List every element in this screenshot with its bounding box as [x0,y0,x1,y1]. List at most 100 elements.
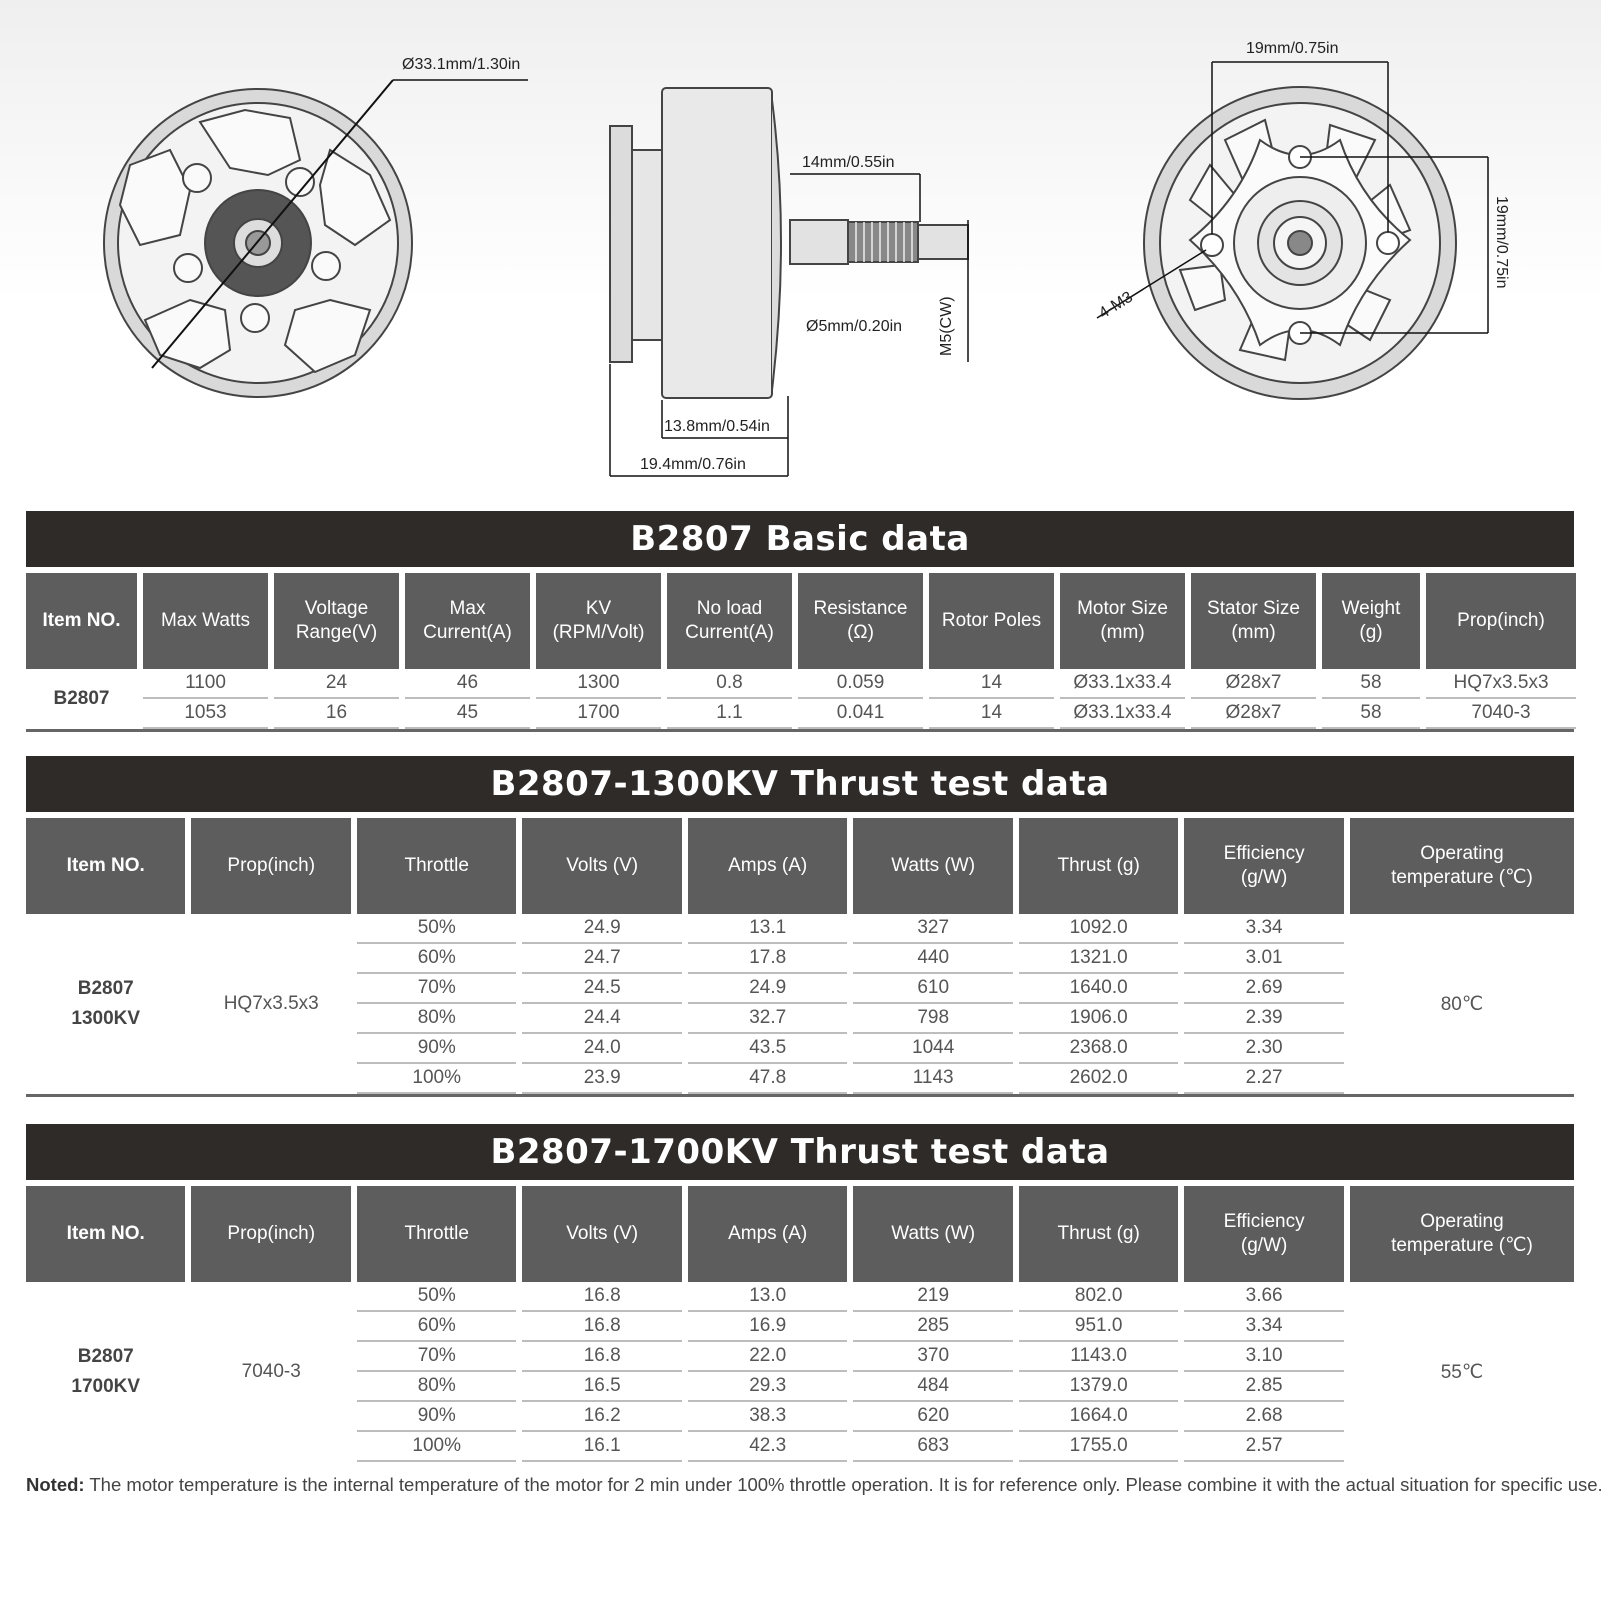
table-row: B2807 1300KV HQ7x3.5x3 50% 24.9 13.1 327… [26,914,1574,1029]
table-row: 80% 24.4 32.7 798 1906.0 2.39 [26,1004,1574,1034]
table-cell: 58 [1322,699,1420,729]
shaft-length-label: 14mm/0.55in [802,154,895,171]
footnote-label: Noted: [26,1474,85,1495]
header-amps: Amps (A) [687,818,848,914]
test-1300kv-table: Item NO. Prop(inch) Throttle Volts (V) A… [20,818,1580,1094]
table-cell: 16.2 [522,1402,682,1432]
header-volts: Volts (V) [522,1186,682,1282]
table-cell: 440 [853,944,1013,974]
table-cell: 29.3 [687,1372,848,1402]
table-row: B2807 1100 24 46 1300 0.8 0.059 14 Ø33.1… [26,669,1576,709]
table-cell: 50% [356,914,517,944]
table-cell: 1640.0 [1018,974,1179,1004]
header-max-watts: Max Watts [143,573,268,669]
table-cell: 38.3 [687,1402,848,1432]
table-cell: 24.5 [522,974,682,1004]
table-cell: Ø28x7 [1191,669,1316,699]
table-cell: 1044 [853,1034,1013,1064]
table-cell: 1321.0 [1018,944,1179,974]
header-volts: Volts (V) [522,818,682,914]
table-cell: 42.3 [687,1432,848,1462]
table-cell: 13.1 [687,914,848,944]
table-cell: 24.0 [522,1034,682,1064]
table-cell: 100% [356,1432,517,1462]
table-cell: 14 [929,699,1054,729]
table-cell: 70% [356,974,517,1004]
table-cell: 370 [853,1342,1013,1372]
table-cell: 2.57 [1184,1432,1344,1462]
header-amps: Amps (A) [687,1186,848,1282]
table-row: 60% 16.8 16.9 285 951.0 3.34 [26,1312,1574,1342]
table-cell: 16.8 [522,1312,682,1342]
table-row: 90% 16.2 38.3 620 1664.0 2.68 [26,1402,1574,1432]
table-cell: 2.39 [1184,1004,1344,1034]
table-cell: 16 [274,699,399,729]
header-max-current: Max Current(A) [405,573,530,669]
table-cell: 14 [929,669,1054,699]
total-height-label: 19.4mm/0.76in [640,456,746,473]
table-cell: 3.01 [1184,944,1344,974]
header-efficiency: Efficiency (g/W) [1184,1186,1344,1282]
table-cell: Ø28x7 [1191,699,1316,729]
table-cell: 80% [356,1004,517,1034]
table-cell: 80% [356,1372,517,1402]
table-row: 70% 16.8 22.0 370 1143.0 3.10 [26,1342,1574,1372]
table-cell: 219 [853,1282,1013,1312]
table-cell: 1143 [853,1064,1013,1094]
test-1700kv-table: Item NO. Prop(inch) Throttle Volts (V) A… [20,1186,1580,1462]
table-cell: 1100 [143,669,268,699]
test-1700kv-title: B2807-1700KV Thrust test data [26,1124,1574,1180]
table-row: 80% 16.5 29.3 484 1379.0 2.85 [26,1372,1574,1402]
header-voltage-range: Voltage Range(V) [274,573,399,669]
table-cell: 58 [1322,669,1420,699]
table-cell: 484 [853,1372,1013,1402]
test-1700kv-prop-cell: 7040-3 [241,1361,301,1382]
table-cell: 16.8 [522,1342,682,1372]
technical-drawings: Ø33.1mm/1.30in 14mm/0.55in Ø5mm/0.20in M… [0,0,1601,500]
table-cell: 3.66 [1184,1282,1344,1312]
header-item-no: Item NO. [26,1186,186,1282]
table-cell: 60% [356,1312,517,1342]
table-cell: 17.8 [687,944,848,974]
table-row: 70% 24.5 24.9 610 1640.0 2.69 [26,974,1574,1004]
table-cell: 610 [853,974,1013,1004]
motor-drawings-svg [103,61,1489,477]
shaft-diameter-label: Ø5mm/0.20in [806,318,903,335]
table-row: B2807 1700KV 7040-3 50% 16.8 13.0 219 80… [26,1282,1574,1397]
test-1300kv-prop-cell: HQ7x3.5x3 [223,993,319,1014]
test-1300kv-header-row: Item NO. Prop(inch) Throttle Volts (V) A… [26,818,1574,914]
header-efficiency: Efficiency (g/W) [1184,818,1344,914]
table-cell: 16.1 [522,1432,682,1462]
table-cell: 1092.0 [1018,914,1179,944]
test-1300kv-item-cell: B2807 1300KV [71,978,141,1029]
table-cell: 2.85 [1184,1372,1344,1402]
test-1300kv-temperature-cell: 80℃ [1440,993,1484,1015]
header-kv: KV (RPM/Volt) [536,573,661,669]
table-cell: 2368.0 [1018,1034,1179,1064]
table-cell: 24.9 [687,974,848,1004]
table-cell: 2.27 [1184,1064,1344,1094]
table-cell: 620 [853,1402,1013,1432]
table-cell: Ø33.1x33.4 [1060,699,1185,729]
table-cell: HQ7x3.5x3 [1426,669,1576,699]
table-cell: 1700 [536,699,661,729]
table-cell: 24 [274,669,399,699]
header-rotor-poles: Rotor Poles [929,573,1054,669]
header-motor-size: Motor Size (mm) [1060,573,1185,669]
table-cell: 1.1 [667,699,792,729]
hole-spacing-h-label: 19mm/0.75in [1246,40,1339,57]
basic-item-cell: B2807 [53,688,110,709]
divider [26,729,1574,732]
table-cell: 47.8 [687,1064,848,1094]
table-cell: 46 [405,669,530,699]
table-cell: 45 [405,699,530,729]
table-cell: 60% [356,944,517,974]
basic-data-title: B2807 Basic data [26,511,1574,567]
front-view-drawing [103,79,528,398]
table-row: 100% 23.9 47.8 1143 2602.0 2.27 [26,1064,1574,1094]
header-item-no: Item NO. [26,573,137,669]
footnote: Noted: The motor temperature is the inte… [26,1474,1601,1496]
header-prop: Prop(inch) [191,1186,351,1282]
test-1300kv-title: B2807-1300KV Thrust test data [26,756,1574,812]
table-cell: 285 [853,1312,1013,1342]
